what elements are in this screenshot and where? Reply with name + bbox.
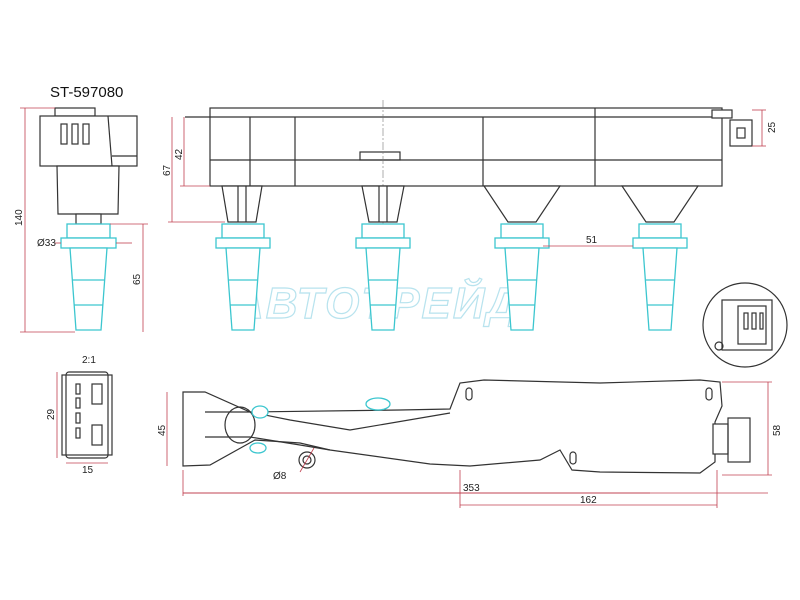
dim-140: 140 [14, 209, 25, 226]
dim-58: 58 [772, 424, 783, 436]
side-view-dimensions: 140 65 Ø33 [14, 107, 148, 333]
dim-42: 42 [174, 148, 185, 160]
bottom-view [182, 379, 751, 474]
connector-view: 2:1 29 15 [46, 355, 113, 476]
coil-1 [215, 185, 271, 331]
bottom-view-dimensions: 45 Ø8 353 162 58 [157, 381, 783, 508]
dim-o33: Ø33 [37, 238, 56, 249]
dim-65: 65 [132, 273, 143, 285]
side-view [39, 107, 138, 331]
dim-51: 51 [586, 235, 598, 246]
dim-45: 45 [157, 424, 168, 436]
dim-o8: Ø8 [273, 471, 287, 482]
dim-29: 29 [46, 408, 57, 420]
dim-67: 67 [162, 164, 173, 176]
dim-15: 15 [82, 465, 94, 476]
part-number: ST-597080 [50, 84, 123, 101]
front-view-dimensions: 67 42 51 25 [162, 109, 778, 247]
coil-towers [215, 185, 700, 331]
scale-label: 2:1 [82, 355, 96, 366]
coil-3 [482, 185, 562, 331]
dim-25: 25 [767, 121, 778, 133]
connector-detail [702, 282, 788, 368]
coil-2 [355, 185, 411, 331]
dim-162: 162 [580, 495, 597, 506]
dim-353: 353 [463, 483, 480, 494]
front-view [185, 100, 753, 300]
coil-4 [620, 185, 700, 331]
